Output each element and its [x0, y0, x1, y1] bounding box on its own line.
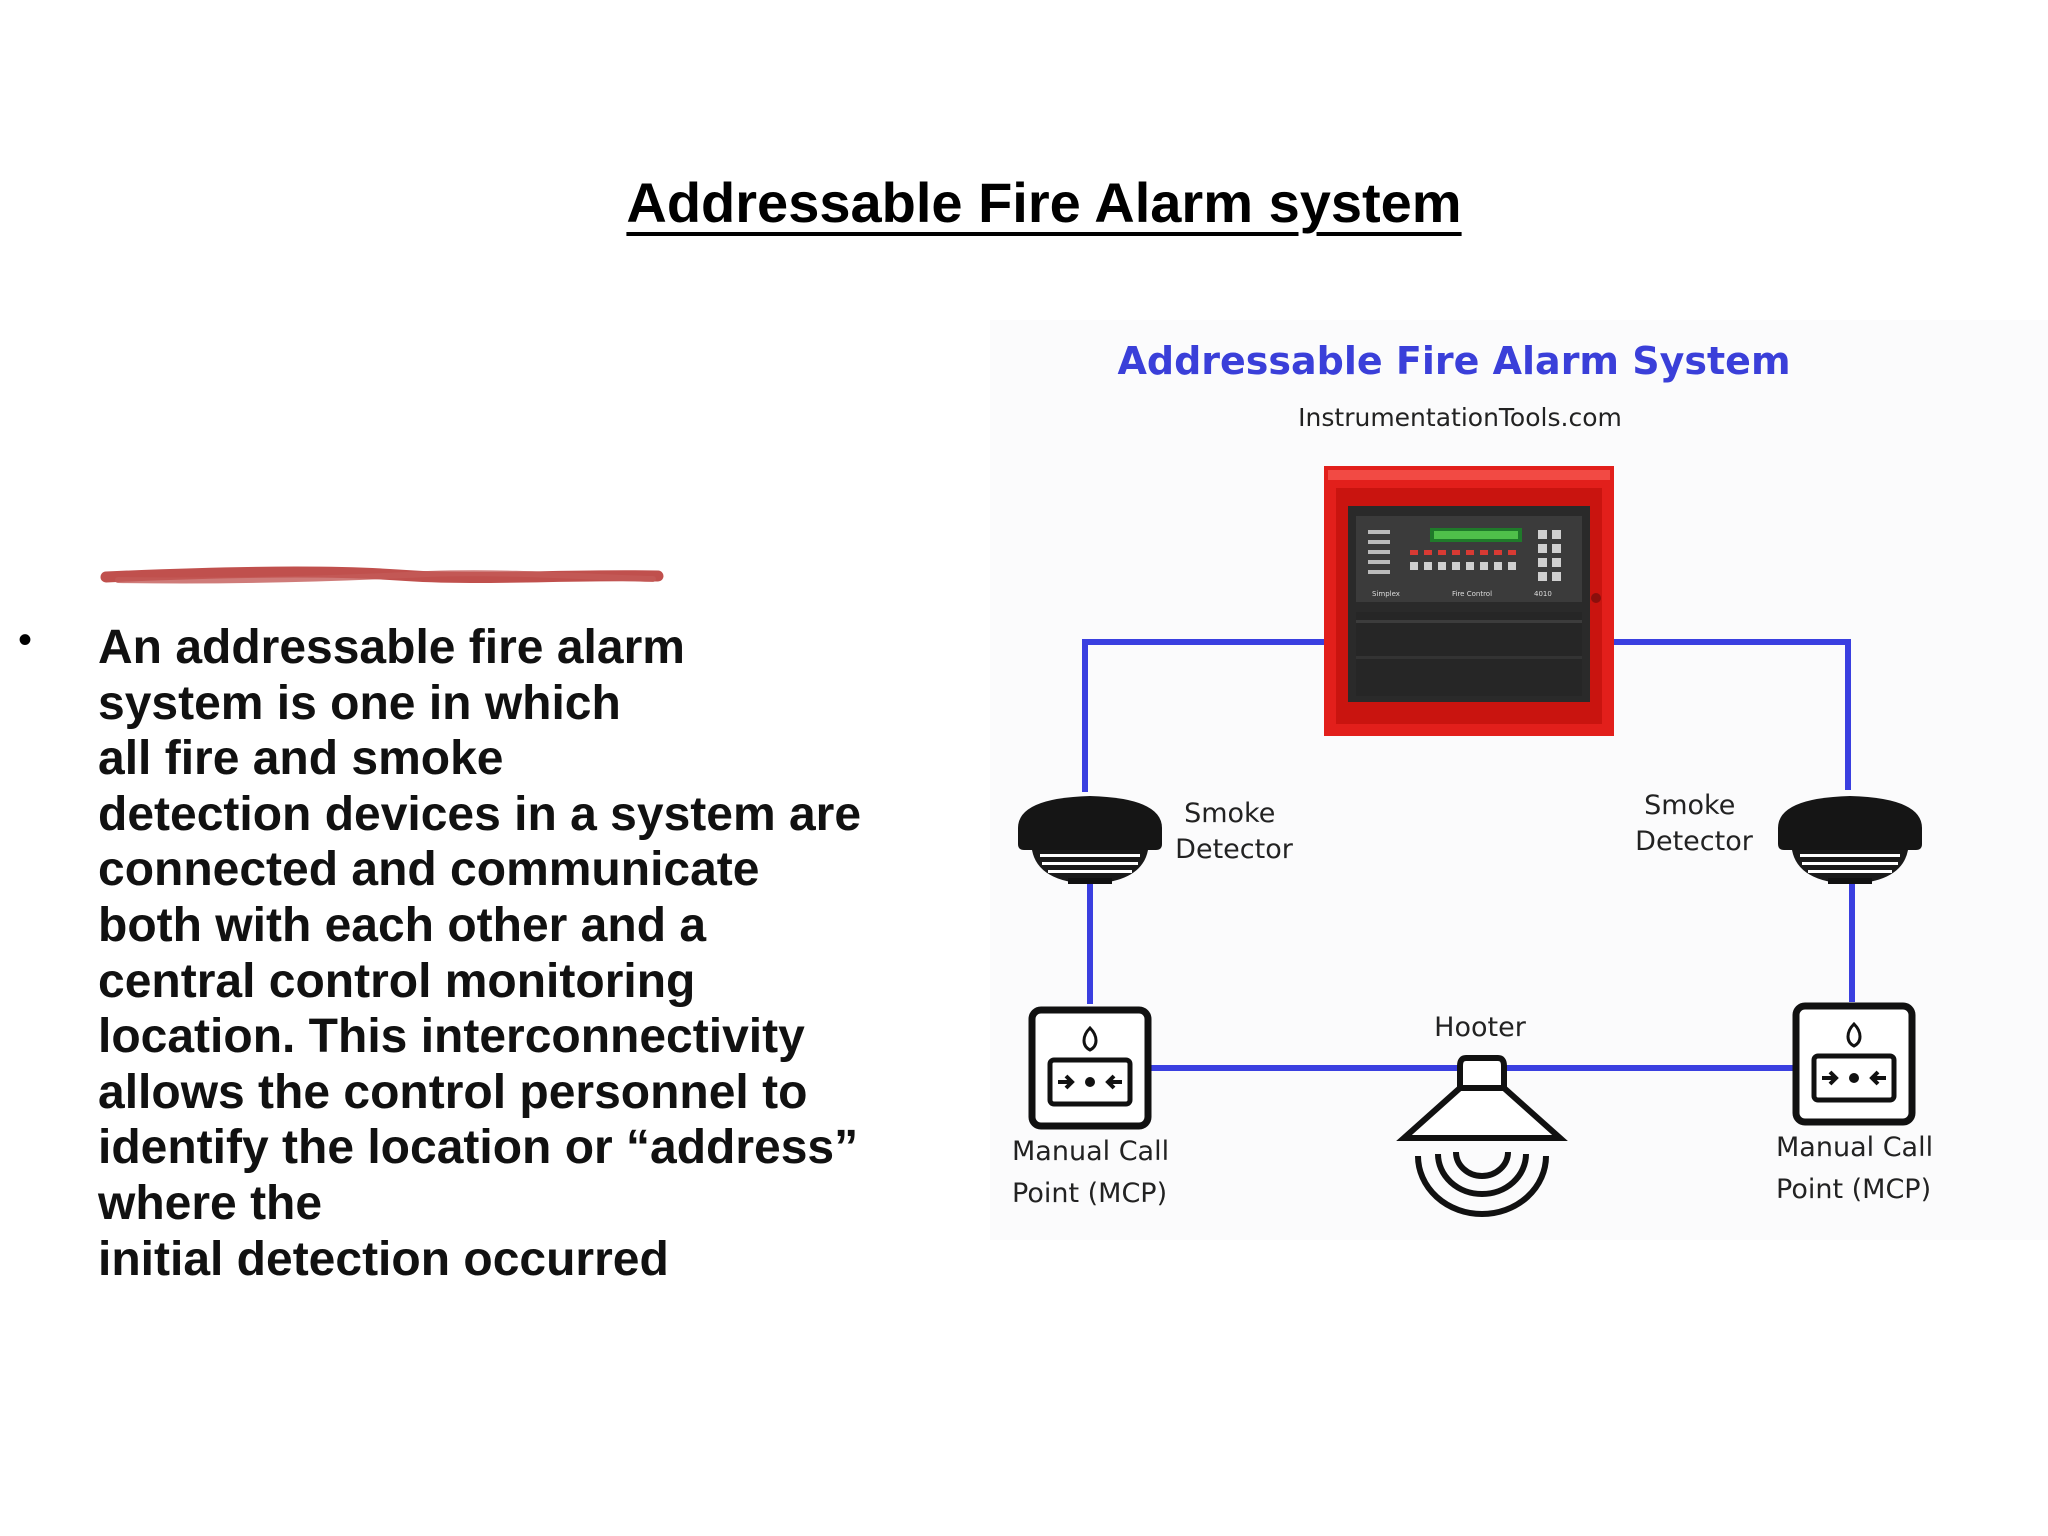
bullet-line: both with each other and a: [98, 898, 707, 952]
panel-model: 4010: [1534, 590, 1552, 598]
manual-call-point-icon: [1028, 1006, 1152, 1130]
slide-title: Addressable Fire Alarm system: [626, 171, 1462, 234]
smoke-detector-label: Smoke Detector: [1635, 790, 1754, 857]
smoke-detector-icon: [1778, 796, 1922, 884]
panel-label: Fire Control: [1452, 590, 1492, 598]
bullet-line: location. This interconnectivity: [98, 1010, 805, 1064]
smoke-detector-icon: [1018, 796, 1162, 884]
bullet-line: initial detection occurred: [98, 1232, 669, 1286]
fire-alarm-diagram: Addressable Fire Alarm System Instrument…: [990, 320, 2048, 1240]
smoke-detector-label: Smoke Detector: [1175, 798, 1294, 865]
bullet-line: central control monitoring: [98, 954, 696, 1008]
bullet-line: allows the control personnel to: [98, 1065, 808, 1119]
hooter-label: Hooter: [1434, 1012, 1527, 1043]
manual-call-point-label: Manual Call Point (MCP): [1012, 1136, 1178, 1209]
bullet-line: connected and communicate: [98, 843, 760, 897]
diagram-title: Addressable Fire Alarm System: [1117, 339, 1790, 383]
diagram-source: InstrumentationTools.com: [1298, 403, 1622, 432]
bullet-text: An addressable fire alarm system is one …: [98, 620, 900, 1287]
bullet-line: identify the location or “address”: [98, 1121, 859, 1175]
bullet-line: system is one in which: [98, 676, 621, 730]
bullet-line: An addressable fire alarm: [98, 621, 685, 674]
highlight-stroke: [100, 566, 664, 584]
bullet-line: all fire and smoke: [98, 732, 504, 786]
wiring: [1082, 639, 1870, 1071]
bullet-line: detection devices in a system are: [98, 787, 862, 841]
bullet-dot: •: [18, 618, 33, 662]
panel-brand: Simplex: [1372, 590, 1400, 598]
hooter-icon: [1396, 1055, 1568, 1217]
manual-call-point-label: Manual Call Point (MCP): [1776, 1132, 1942, 1205]
manual-call-point-icon: [1792, 1002, 1916, 1126]
bullet-line: where the: [98, 1176, 323, 1230]
text-panel: • An addressable fire alarm system is on…: [0, 560, 900, 1320]
control-panel-icon: Simplex Fire Control 4010: [1324, 466, 1614, 736]
